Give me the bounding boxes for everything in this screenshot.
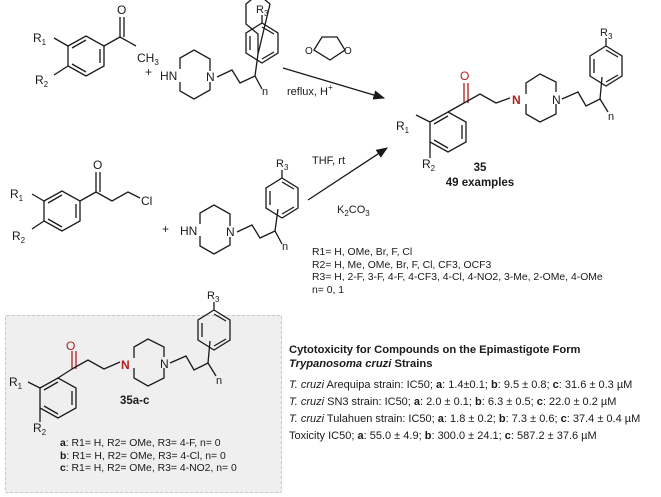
inset-item-c: c: R1= H, R2= OMe, R3= 4-NO2, n= 0 [60, 463, 237, 475]
product-atom-n: N [512, 93, 521, 107]
methyl-label: CH3 [137, 51, 159, 67]
inset-r1: R1 [9, 375, 23, 391]
cytotoxicity-heading: Cytotoxicity for Compounds on the Epimas… [289, 344, 581, 370]
legend-r2: R2= H, Me, OMe, Br, F, Cl, CF3, OCF3 [312, 259, 492, 271]
inset-atom-o: O [66, 339, 75, 353]
row-arequipa: T. cruzi Arequipa strain: IC50; a: 1.4±0… [289, 379, 633, 391]
chloroketone-structure [31, 172, 141, 232]
inset-legend: a: R1= H, R2= OMe, R3= 4-F, n= 0 b: R1= … [60, 438, 237, 476]
product-r1: R1 [396, 119, 410, 135]
dioxolane-o-left: O [305, 46, 313, 57]
inset-atom-n2: N [160, 357, 169, 371]
product-r2: R2 [422, 157, 436, 173]
atom-hn-2: HN [180, 224, 197, 238]
product-examples: 49 examples [446, 177, 514, 189]
r1-label-2: R1 [10, 187, 24, 203]
inset-label: 35a-c [120, 395, 150, 407]
plus-sign-2: + [162, 222, 169, 236]
acetophenone-structure [53, 17, 137, 77]
product-atom-o: O [460, 69, 469, 83]
atom-hn: HN [160, 69, 177, 83]
dioxolane-o-right: O [344, 46, 352, 57]
row-toxicity: Toxicity IC50; a: 55.0 ± 4.9; b: 300.0 ±… [289, 430, 597, 442]
reagent-bottom-2: K2CO3 [337, 204, 370, 218]
reagent-top: reflux, H+ [287, 83, 333, 98]
row-sn3: T. cruzi SN3 strain: IC50; a: 2.0 ± 0.1;… [289, 396, 617, 408]
substituent-legend: R1= H, OMe, Br, F, Cl R2= H, Me, OMe, Br… [312, 247, 603, 297]
r3-label-2: R3 [276, 158, 289, 172]
product-index-n: n [608, 111, 614, 123]
cytotoxicity-panel: Cytotoxicity for Compounds on the Epimas… [289, 343, 659, 445]
atom-o: O [117, 3, 126, 17]
atom-o-2: O [93, 158, 102, 172]
inset-panel [5, 315, 282, 493]
piperazine-structure [179, 0, 271, 100]
reagent-bottom-1: THF, rt [312, 155, 345, 167]
inset-structure [27, 302, 231, 422]
atom-n-2: N [226, 225, 235, 239]
product-structure [415, 38, 623, 158]
plus-sign: + [145, 65, 152, 79]
r2-label-2: R2 [12, 229, 26, 245]
atom-n: N [206, 70, 215, 84]
index-n-2: n [282, 241, 288, 253]
r2-label: R2 [35, 73, 49, 89]
index-n: n [262, 86, 268, 98]
arrow-top [282, 67, 386, 100]
legend-n: n= 0, 1 [312, 284, 345, 296]
product-number: 35 [474, 162, 487, 174]
inset-r2: R2 [33, 421, 47, 437]
piperazine-structure-2 [199, 170, 299, 255]
atom-cl: Cl [141, 194, 152, 208]
aryl-ring [245, 15, 279, 64]
product-r3: R3 [600, 27, 613, 41]
dioxolane-structure [313, 36, 346, 61]
r3-label: R3 [256, 4, 269, 18]
row-tulahuen: T. cruzi Tulahuen strain: IC50; a: 1.8 ±… [289, 413, 641, 425]
legend-r1: R1= H, OMe, Br, F, Cl [312, 247, 413, 258]
inset-atom-n: N [121, 358, 130, 372]
legend-r3: R3= H, 2-F, 3-F, 4-F, 4-CF3, 4-Cl, 4-NO2… [312, 272, 603, 284]
inset-index-n: n [216, 375, 222, 387]
inset-item-a: a: R1= H, R2= OMe, R3= 4-F, n= 0 [60, 438, 221, 449]
r1-label: R1 [33, 31, 47, 47]
inset-item-b: b: R1= H, R2= OMe, R3= 4-Cl, n= 0 [60, 450, 226, 462]
arrow-bottom [307, 147, 388, 201]
inset-r3: R3 [207, 290, 220, 304]
product-atom-n2: N [552, 93, 561, 107]
